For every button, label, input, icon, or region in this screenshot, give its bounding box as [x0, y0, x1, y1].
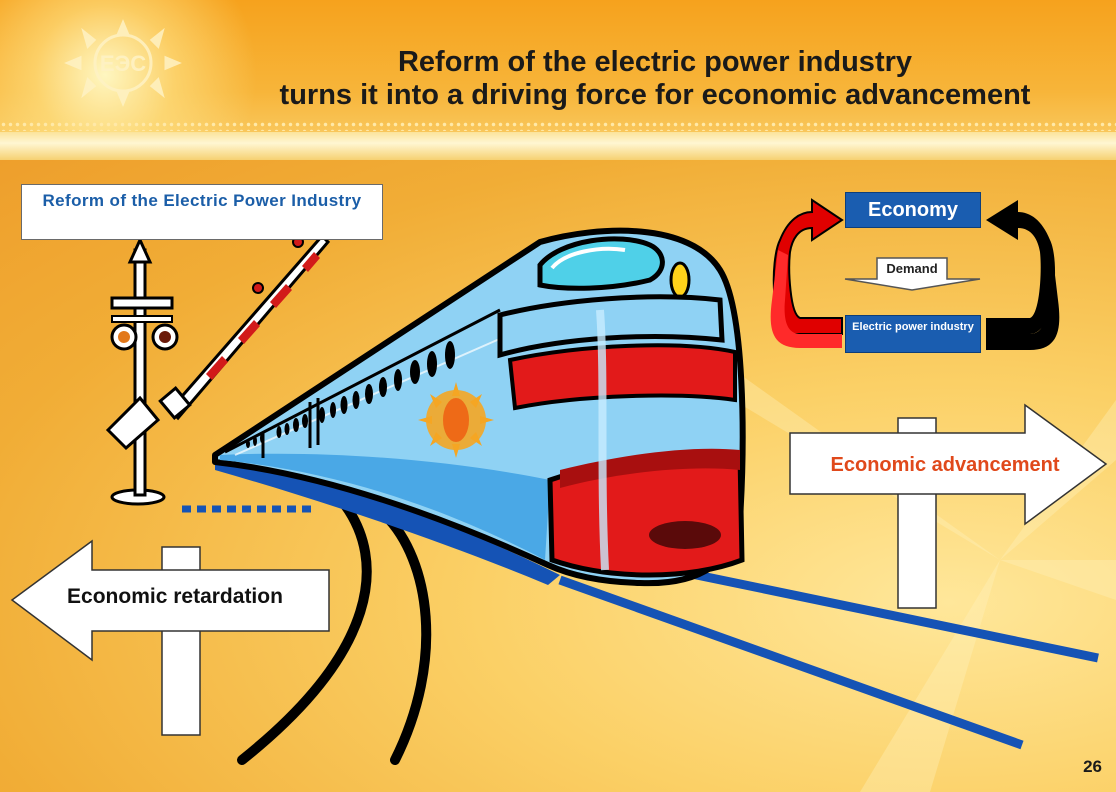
barrier-arm: [158, 233, 331, 421]
black-rails: [237, 500, 432, 765]
svg-text:ЕЭС: ЕЭС: [100, 51, 146, 76]
demand-label: Demand: [886, 261, 938, 276]
title-line-1: Reform of the electric power industry: [397, 46, 913, 78]
train-windows: [246, 341, 455, 448]
electric-power-industry-box: Electric power industry: [845, 315, 981, 353]
advancement-signpost: [789, 403, 1108, 609]
economy-box: Economy: [845, 192, 981, 228]
cycle-red-arrow: [770, 198, 844, 348]
train: [212, 227, 746, 587]
cycle-black-arrow: [986, 200, 1060, 350]
retardation-signpost: [10, 539, 330, 736]
page-number: 26: [1083, 757, 1102, 776]
crossing-signal: [105, 233, 331, 506]
economic-retardation-label: Economic retardation: [67, 585, 283, 608]
reform-label-box: Reform of the Electric Power Industry: [21, 184, 383, 240]
header-stripe: [0, 132, 1116, 160]
sun-emblem: [418, 382, 494, 458]
economic-advancement-label: Economic advancement: [830, 454, 1060, 476]
header-band: [0, 0, 1116, 240]
dotted-divider: [0, 121, 1116, 131]
demand-arrow: [844, 257, 981, 291]
title-line-2: turns it into a driving force for econom…: [279, 79, 1031, 111]
page-title: Reform of the electric power industry tu…: [200, 46, 1110, 112]
company-logo: ЕЭС: [64, 19, 182, 107]
